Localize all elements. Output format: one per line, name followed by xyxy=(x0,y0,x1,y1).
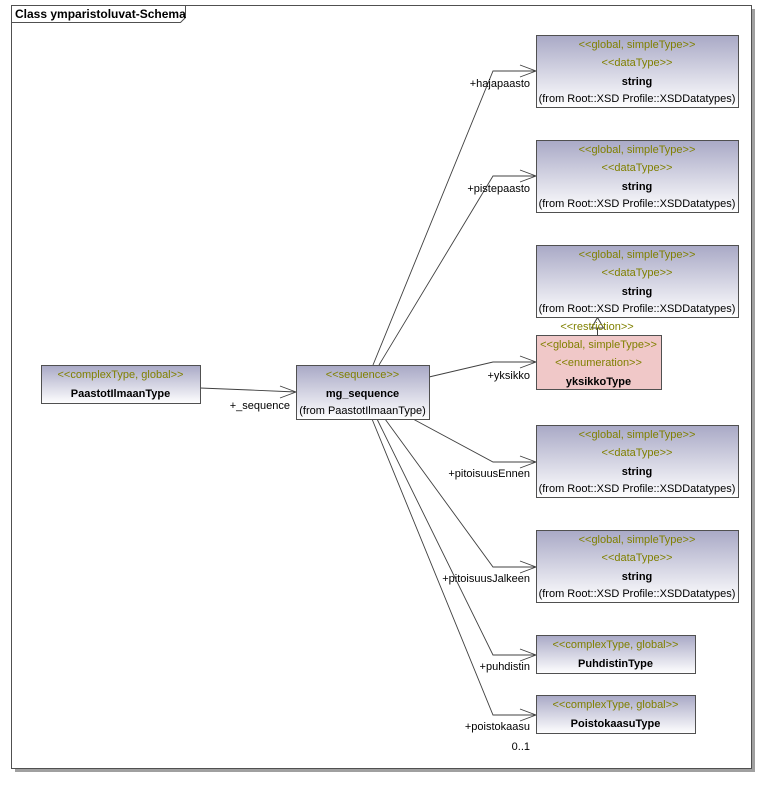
stereotype-label: <<global, simpleType>> xyxy=(540,339,657,351)
class-name: PoistokaasuType xyxy=(571,718,661,730)
association-pistepaasto[interactable]: +pistepaasto xyxy=(378,169,538,366)
role-label: +pitoisuusJalkeen xyxy=(442,573,530,585)
generalization-restriction[interactable]: <<restriction>> xyxy=(560,316,634,336)
role-label: +pistepaasto xyxy=(467,183,530,195)
class-box-body xyxy=(536,335,662,390)
association-line xyxy=(371,418,536,716)
class-origin: (from Root::XSD Profile::XSDDatatypes) xyxy=(539,93,736,105)
stereotype-label: <<sequence>> xyxy=(326,369,399,381)
class-paastotilmaantype-box[interactable]: <<complexType, global>> PaastotIlmaanType xyxy=(41,365,201,404)
association-line xyxy=(384,418,536,568)
class-mg_sequence-box[interactable]: <<sequence>> mg_sequence (from PaastotIlma… xyxy=(296,365,430,420)
class-puhdistintype-box[interactable]: <<complexType, global>> PuhdistinType xyxy=(536,635,696,674)
class-name: string xyxy=(622,286,653,298)
association-line xyxy=(412,418,536,463)
association-line xyxy=(378,175,536,366)
class-string-box[interactable]: <<global, simpleType>> <<dataType>> string… xyxy=(536,530,739,603)
class-string-box[interactable]: <<global, simpleType>> <<dataType>> string… xyxy=(536,425,739,498)
generalization-triangle-icon xyxy=(590,316,605,329)
stereotype-label: <<dataType>> xyxy=(602,162,673,174)
class-string-box[interactable]: <<global, simpleType>> <<dataType>> string… xyxy=(536,245,739,318)
class-origin: (from Root::XSD Profile::XSDDatatypes) xyxy=(539,588,736,600)
stereotype-label: <<global, simpleType>> xyxy=(579,249,696,261)
role-label: +hajapaasto xyxy=(470,78,530,90)
class-string-box[interactable]: <<global, simpleType>> <<dataType>> string… xyxy=(536,35,739,108)
stereotype-label: <<dataType>> xyxy=(602,552,673,564)
stereotype-label: <<complexType, global>> xyxy=(58,369,184,381)
role-label: +yksikko xyxy=(488,370,531,382)
stereotype-label: <<global, simpleType>> xyxy=(579,429,696,441)
class-origin: (from Root::XSD Profile::XSDDatatypes) xyxy=(539,483,736,495)
stereotype-label: <<complexType, global>> xyxy=(553,639,679,651)
class-box-body xyxy=(296,365,430,420)
association-pitoisuusjalkeen[interactable]: +pitoisuusJalkeen xyxy=(384,418,538,585)
class-name: string xyxy=(622,571,653,583)
stereotype-label: <<global, simpleType>> xyxy=(579,144,696,156)
association-line xyxy=(428,361,536,378)
stereotype-label: <<global, simpleType>> xyxy=(579,534,696,546)
class-yksikkotype-box[interactable]: <<global, simpleType>> <<enumeration>> yks… xyxy=(536,335,662,390)
class-name: yksikkoType xyxy=(566,376,631,388)
class-name: string xyxy=(622,76,653,88)
multiplicity-label: 0..1 xyxy=(512,741,530,753)
association-puhdistin[interactable]: +puhdistin xyxy=(376,418,538,673)
association-line xyxy=(199,387,297,393)
stereotype-label: <<complexType, global>> xyxy=(553,699,679,711)
class-box-body xyxy=(536,635,696,674)
class-box-body xyxy=(536,35,739,108)
frame-title-tab xyxy=(11,5,186,23)
class-origin: (from Root::XSD Profile::XSDDatatypes) xyxy=(539,198,736,210)
class-name: mg_sequence xyxy=(326,388,399,400)
class-box-body xyxy=(536,530,739,603)
class-origin: (from Root::XSD Profile::XSDDatatypes) xyxy=(539,303,736,315)
stereotype-label: <<dataType>> xyxy=(602,57,673,69)
class-box-body xyxy=(536,245,739,318)
association-line xyxy=(372,70,536,366)
role-label: +pitoisuusEnnen xyxy=(448,468,530,480)
class-name: PuhdistinType xyxy=(578,658,653,670)
stereotype-label: <<global, simpleType>> xyxy=(579,39,696,51)
association-line xyxy=(376,418,536,656)
class-box-body xyxy=(536,140,739,213)
stereotype-label: <<dataType>> xyxy=(602,267,673,279)
role-label: +_sequence xyxy=(230,400,290,412)
role-label: +poistokaasu xyxy=(465,721,530,733)
generalization-stereotype: <<restriction>> xyxy=(560,321,633,333)
class-origin: (from PaastotIlmaanType) xyxy=(299,405,426,417)
class-box-body xyxy=(536,695,696,734)
stereotype-label: <<enumeration>> xyxy=(555,357,642,369)
class-string-box[interactable]: <<global, simpleType>> <<dataType>> string… xyxy=(536,140,739,213)
class-box-body xyxy=(41,365,201,404)
association-yksikko[interactable]: +yksikko xyxy=(428,355,538,382)
association-poistokaasu[interactable]: +poistokaasu 0..1 xyxy=(371,418,538,753)
stereotype-label: <<dataType>> xyxy=(602,447,673,459)
role-label: +puhdistin xyxy=(480,661,530,673)
class-name: string xyxy=(622,466,653,478)
class-box-body xyxy=(536,425,739,498)
class-poistokaasutype-box[interactable]: <<complexType, global>> PoistokaasuType xyxy=(536,695,696,734)
class-name: string xyxy=(622,181,653,193)
diagram-title: Class ymparistoluvat-Schema xyxy=(15,7,186,21)
class-name: PaastotIlmaanType xyxy=(71,388,170,400)
